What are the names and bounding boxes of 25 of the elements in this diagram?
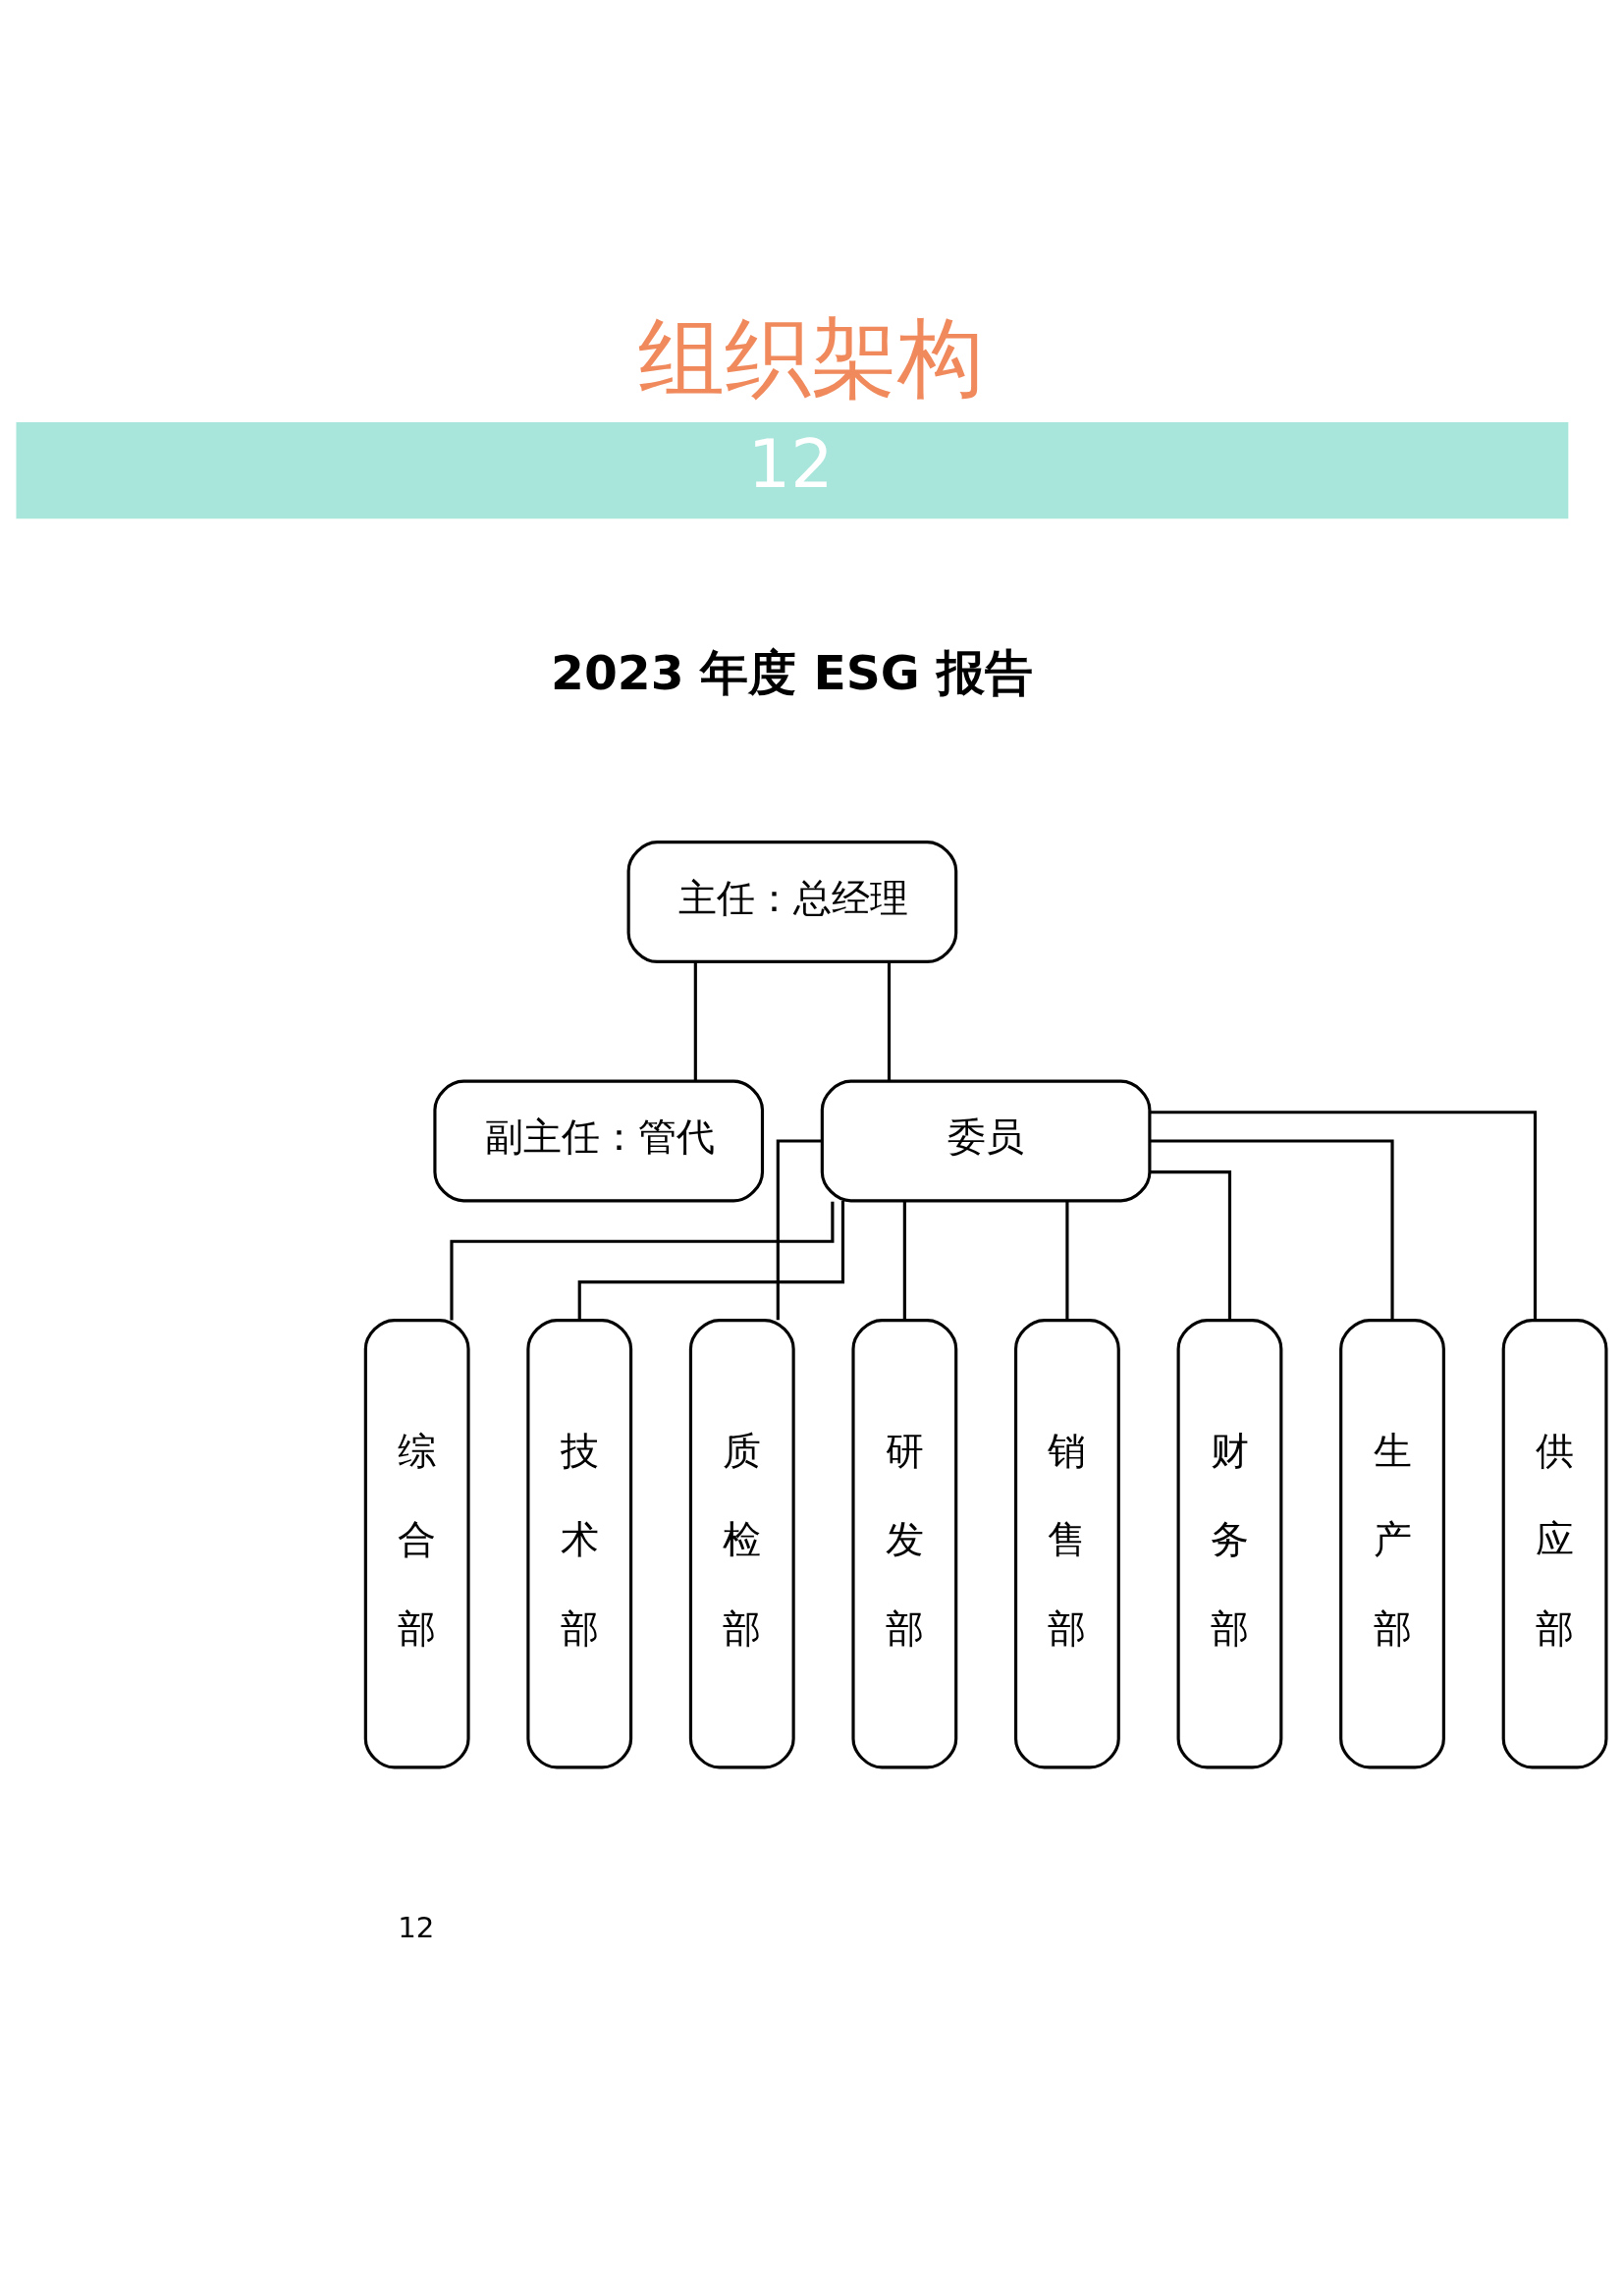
node-box: 质检部	[688, 1319, 795, 1769]
node-box: 供应部	[1501, 1319, 1608, 1769]
label: 2023 年度 ESG 报告	[551, 644, 1033, 700]
connector	[450, 1201, 835, 1321]
connector	[1150, 1170, 1232, 1321]
connector	[902, 1201, 906, 1321]
connector	[1065, 1201, 1069, 1321]
node-box: 委员	[820, 1079, 1152, 1203]
node-box: 生产部	[1339, 1319, 1445, 1769]
label: 12	[747, 424, 834, 503]
connector	[1150, 1111, 1538, 1321]
node-box: 财务部	[1176, 1319, 1283, 1769]
diagram-title: 组织架构	[638, 307, 985, 408]
node-box: 技术部	[526, 1319, 633, 1769]
connector	[693, 961, 697, 1081]
node-box: 销售部	[1013, 1319, 1120, 1769]
connector	[1150, 1139, 1394, 1321]
node-box: 主任：总经理	[626, 841, 958, 963]
node-box: 综合部	[363, 1319, 470, 1769]
node-box: 研发部	[851, 1319, 958, 1769]
connector	[887, 961, 892, 1081]
label: 12	[398, 1910, 435, 1944]
node-box: 副主任：管代	[433, 1079, 765, 1203]
connector	[577, 1200, 845, 1320]
connector	[776, 1139, 823, 1321]
